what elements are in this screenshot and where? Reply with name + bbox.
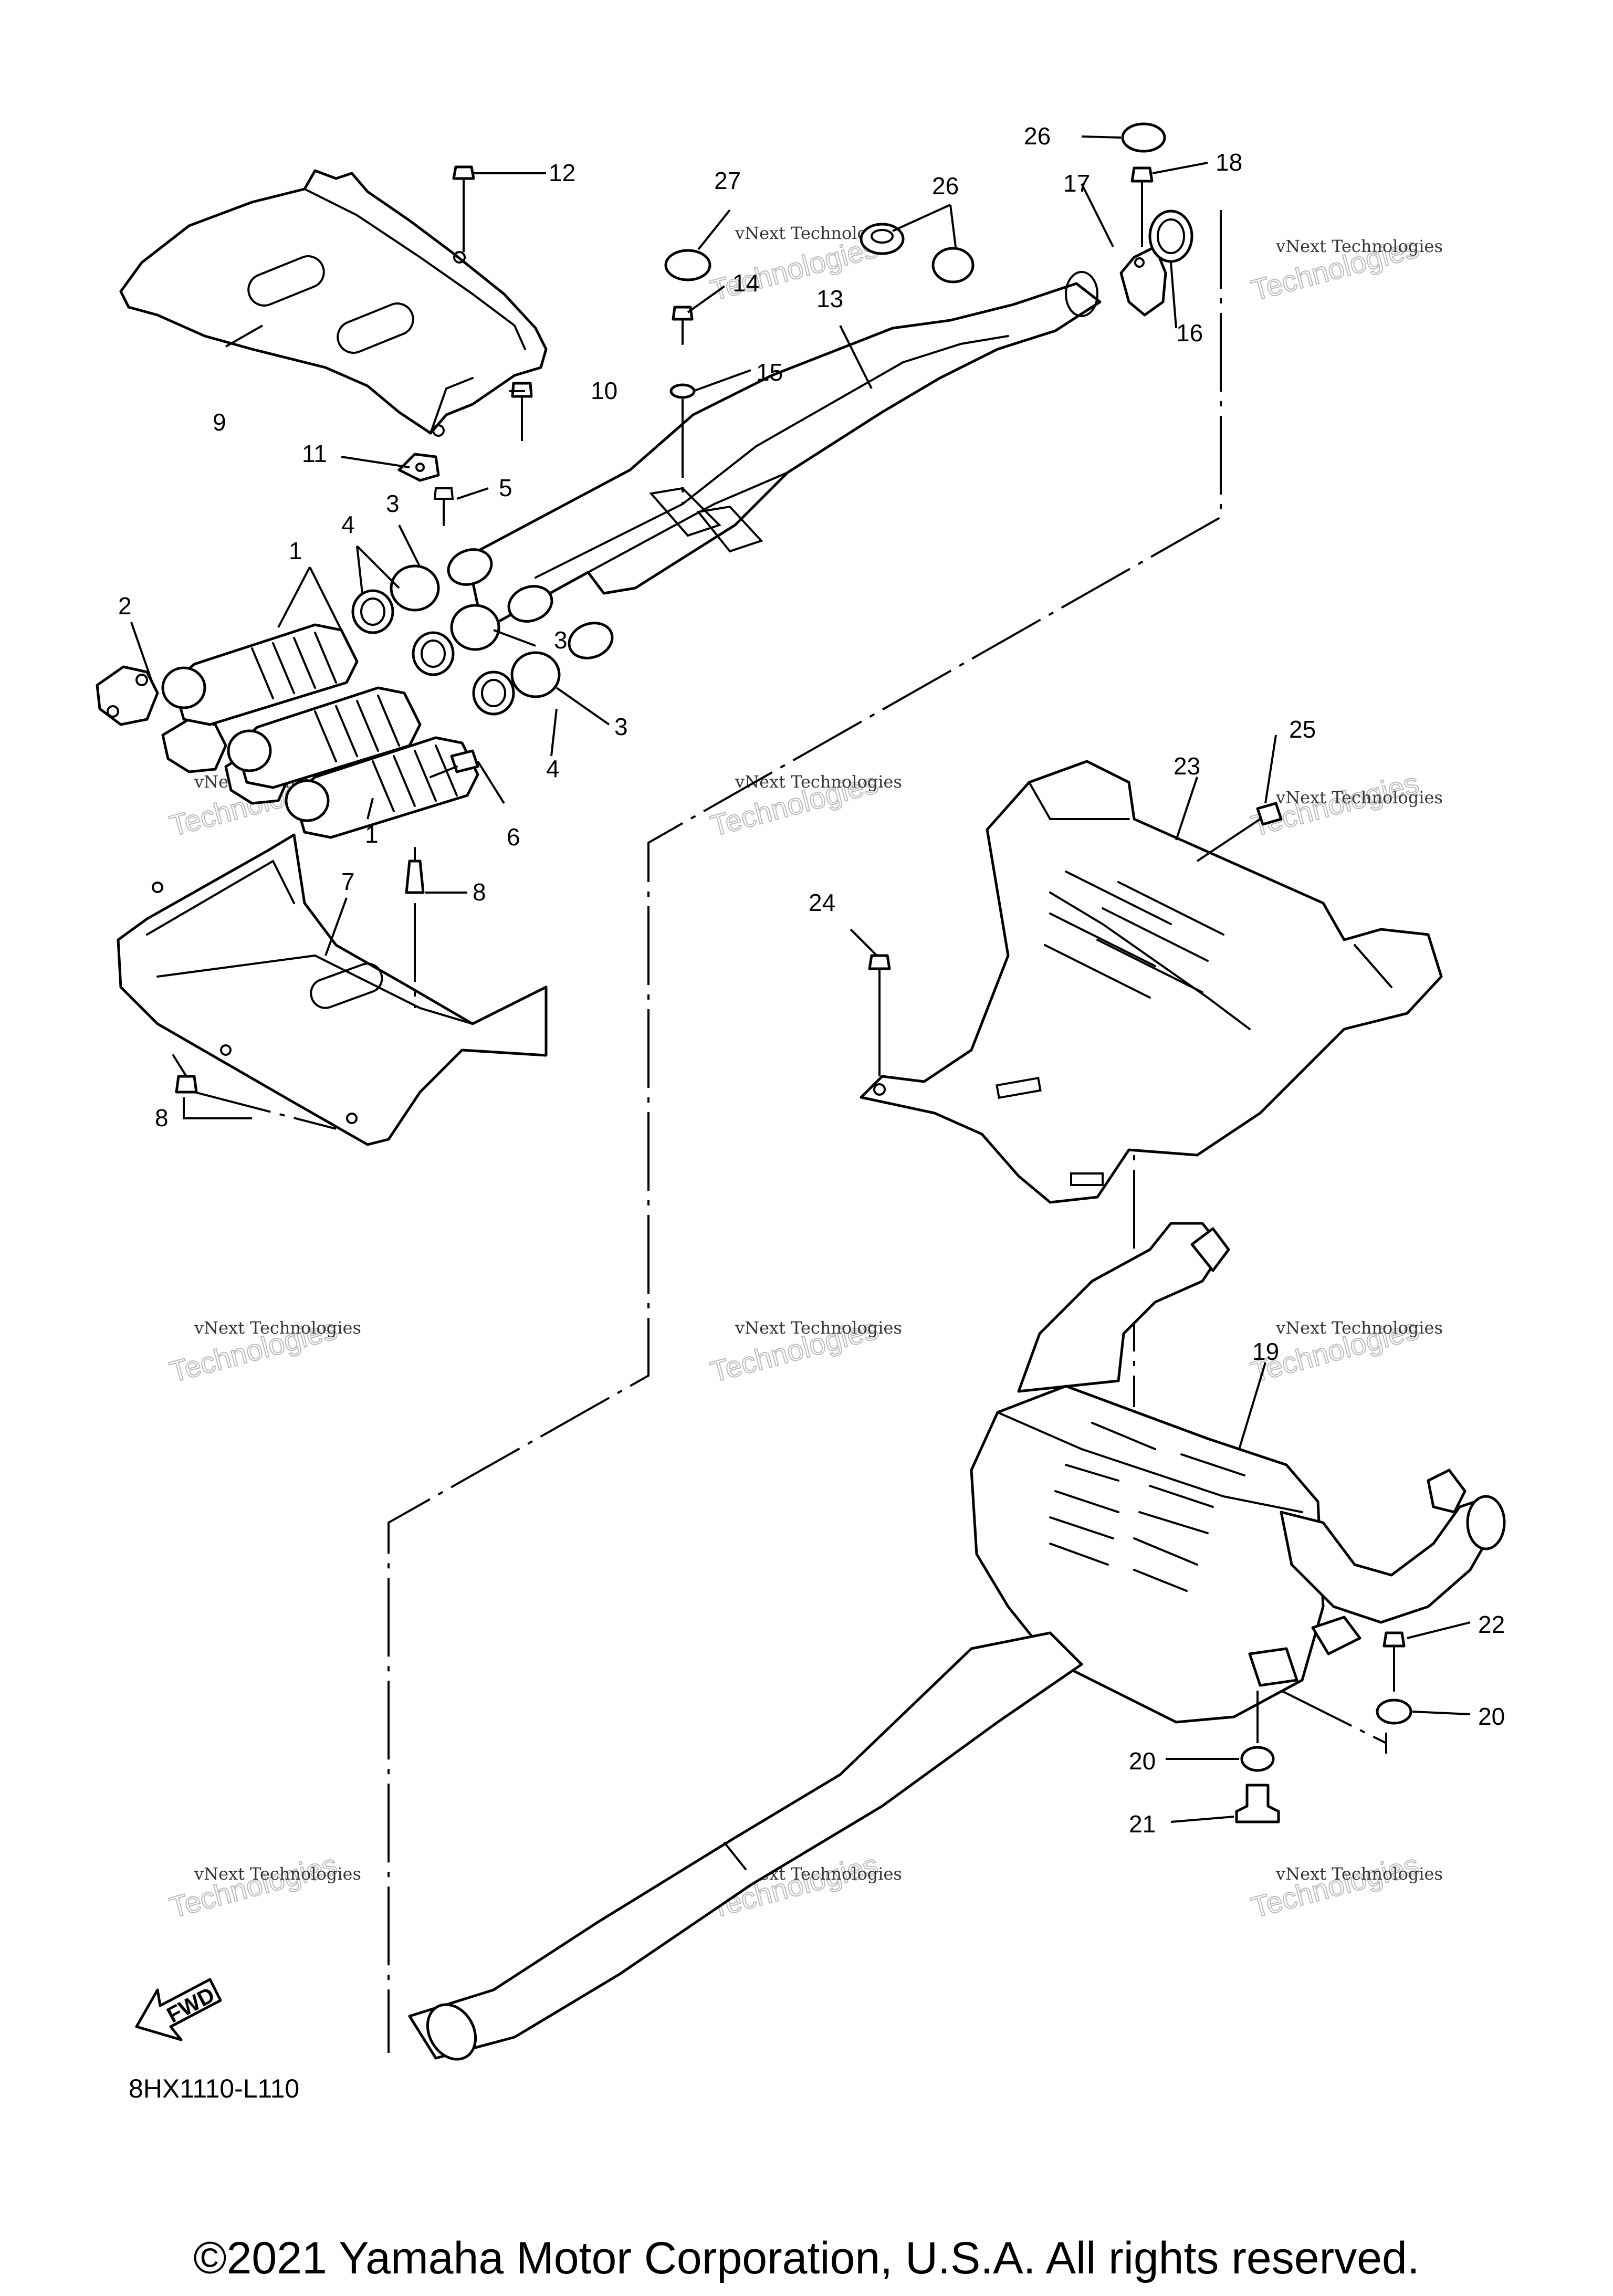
callout-13: 13: [816, 285, 843, 312]
callout-2: 2: [118, 592, 132, 620]
svg-text:vNext Technologies: vNext Technologies: [194, 1864, 361, 1884]
watermark: Technologies vNext Technologies: [165, 1847, 361, 1924]
svg-text:vNext Technologies: vNext Technologies: [1275, 788, 1443, 808]
svg-text:vNext Technologies: vNext Technologies: [1275, 1864, 1443, 1884]
bolt-lower: [430, 749, 479, 778]
callout-labels: 1 1 2 3 3 3 4 4 5 6 7 8 8 9 10 11 12 13 …: [118, 122, 1505, 1838]
svg-text:vNext Technologies: vNext Technologies: [1275, 236, 1443, 256]
rear-clamp-gasket: [1119, 166, 1193, 317]
callout-21: 21: [1129, 1810, 1156, 1838]
upper-heat-protector-part: [119, 169, 548, 437]
muffler-protector-part: [860, 760, 1443, 1204]
callout-15: 15: [756, 359, 783, 386]
svg-text:Technologies: Technologies: [166, 1848, 340, 1924]
callout-1b: 1: [365, 821, 379, 848]
callout-18: 18: [1216, 149, 1242, 176]
callout-22: 22: [1478, 1611, 1505, 1638]
lower-heat-protector-part: [117, 833, 548, 1146]
bracket-part: [397, 453, 440, 482]
front-exhaust-pipe-part: [447, 271, 1102, 659]
muffler-protector-bolts: [868, 802, 1283, 1082]
callout-27: 27: [714, 167, 741, 194]
forward-direction-arrow: FWD: [135, 1978, 222, 2041]
callout-17: 17: [1063, 170, 1090, 197]
muffler-mount-hardware: [1235, 1631, 1412, 1823]
callout-20: 20: [1478, 1703, 1505, 1730]
callout-3: 3: [386, 490, 400, 517]
callout-16: 16: [1176, 319, 1203, 347]
svg-text:vNext Technologies: vNext Technologies: [194, 1318, 361, 1338]
callout-4b: 4: [546, 755, 560, 782]
callout-8: 8: [473, 878, 486, 906]
callout-20b: 20: [1129, 1747, 1156, 1775]
callout-1: 1: [289, 537, 302, 564]
callout-10: 10: [591, 377, 617, 404]
callout-3b: 3: [554, 626, 568, 654]
flex-pipes-and-gaskets: [96, 487, 561, 839]
callout-26: 26: [932, 172, 959, 200]
callout-26b: 26: [1024, 122, 1051, 150]
callout-5: 5: [499, 474, 512, 501]
callout-6: 6: [507, 823, 520, 851]
svg-text:vNext Technologies: vNext Technologies: [735, 772, 902, 792]
copyright-notice: ©2021 Yamaha Motor Corporation, U.S.A. A…: [193, 2233, 1420, 2283]
callout-24: 24: [809, 889, 835, 916]
watermark: Technologies vNext Technologies: [1247, 230, 1443, 307]
callout-14: 14: [732, 269, 759, 297]
svg-text:vNext Technologies: vNext Technologies: [1275, 1318, 1443, 1338]
leader-lines: [130, 135, 1471, 1823]
caps: [664, 122, 1166, 284]
callout-7: 7: [341, 868, 355, 895]
callout-12: 12: [549, 159, 575, 186]
callout-23: 23: [1174, 752, 1200, 780]
diagram-code: 8HX1110-L110: [129, 2074, 299, 2103]
watermark: Technologies vNext Technologies: [1247, 1847, 1443, 1924]
watermark: Technologies vNext Technologies: [706, 1312, 902, 1389]
svg-text:vNext Technologies: vNext Technologies: [735, 1318, 902, 1338]
callout-9: 9: [213, 408, 226, 436]
watermark: Technologies vNext Technologies: [165, 1312, 361, 1389]
muffler-part: [408, 1222, 1506, 2061]
svg-text:Technologies: Technologies: [1248, 1848, 1422, 1924]
callout-4: 4: [341, 511, 355, 538]
callout-19: 19: [1252, 1338, 1279, 1365]
callout-25: 25: [1289, 716, 1316, 743]
rivets: [172, 847, 425, 1130]
watermark: Technologies vNext Technologies: [706, 766, 902, 843]
callout-11: 11: [302, 440, 327, 467]
callout-8b: 8: [155, 1104, 169, 1131]
callout-3c: 3: [614, 713, 628, 740]
